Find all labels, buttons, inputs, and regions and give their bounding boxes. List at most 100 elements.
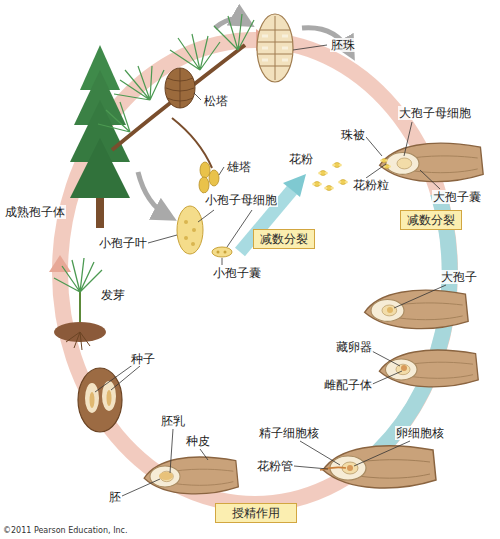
microsporophyll: [217, 251, 220, 254]
pollen-grains: [324, 186, 334, 191]
ovule-scales: [380, 143, 484, 181]
leader-lines: [368, 371, 402, 386]
pine-tree: [70, 138, 130, 198]
part-label: 种皮: [185, 434, 211, 448]
microsporophyll: [192, 228, 196, 232]
part-label: 珠被: [340, 128, 366, 142]
leader-lines: [394, 285, 446, 308]
box-text: 减数分裂: [407, 213, 455, 227]
seedling: [54, 258, 102, 292]
ovulate-cone: [257, 14, 293, 82]
microsporophyll: [224, 251, 227, 254]
seedling: [66, 332, 90, 350]
leader-lines: [200, 449, 208, 460]
part-label: 发芽: [100, 288, 126, 302]
leader-lines: [366, 164, 386, 178]
ovule-scales: [347, 465, 353, 471]
stage-arrows: [138, 19, 350, 216]
part-label: 胚乳: [160, 414, 186, 428]
process-box: 授精作用: [215, 503, 297, 523]
pine-tree: [70, 45, 130, 228]
leader-lines: [95, 364, 134, 392]
ovulate-cone: [262, 36, 288, 60]
seed-cone: [165, 68, 195, 108]
pollen-transfer-arrow: [283, 174, 306, 197]
part-label: 花粉管: [256, 459, 294, 473]
microsporophyll: [191, 242, 195, 246]
part-label: 卵细胞核: [395, 426, 445, 440]
part-label: 成熟孢子体: [4, 205, 66, 219]
leader-lines: [194, 93, 201, 100]
leader-lines: [170, 429, 173, 473]
part-label: 大孢子囊: [432, 190, 482, 204]
box-text: 授精作用: [232, 506, 280, 520]
process-box: 减数分裂: [400, 210, 462, 230]
ovule-scales: [144, 143, 483, 494]
leader-lines: [366, 137, 382, 156]
part-label: 种子: [130, 352, 156, 366]
box-text: 减数分裂: [260, 232, 308, 246]
pollen-grains: [338, 180, 348, 185]
process-box: 减数分裂: [253, 229, 315, 249]
leader-lines: [294, 466, 328, 469]
pollen-grains: [312, 182, 322, 187]
seed: [85, 383, 99, 413]
leader-lines: [354, 441, 410, 466]
leader-lines: [198, 210, 214, 222]
microsporophyll: [212, 247, 232, 257]
part-label: 精子细胞核: [258, 426, 320, 440]
pollen-cones: [200, 162, 210, 178]
seed: [90, 392, 95, 408]
leader-lines: [111, 366, 140, 390]
microsporophyll: [184, 236, 188, 240]
part-label: 小孢子母细胞: [204, 193, 278, 207]
part-label: 雄塔: [226, 160, 252, 174]
seedling: [54, 258, 106, 350]
pollen-cones: [199, 162, 219, 193]
pine-branch: [172, 118, 212, 168]
pollen-grains: [332, 163, 342, 168]
microsporophyll: [177, 206, 203, 254]
leader-lines: [420, 170, 440, 189]
pollen-cones: [199, 177, 209, 193]
pine-branch: [98, 14, 254, 168]
leader-lines: [222, 258, 223, 265]
part-label: 大孢子母细胞: [398, 106, 472, 120]
part-label: 小孢子囊: [212, 266, 262, 280]
pollen-grains: [318, 171, 328, 176]
ovule-scales: [380, 159, 388, 163]
ovulate-cone: [258, 16, 292, 80]
part-label: 花粉: [288, 152, 314, 166]
part-label: 花粉粒: [352, 178, 390, 192]
leader-lines: [148, 235, 177, 243]
stage-arrows: [138, 172, 168, 216]
part-label: 小孢子叶: [98, 236, 148, 250]
ovule-scales: [365, 290, 469, 328]
microsporophyll: [177, 206, 232, 257]
pollen-cones: [209, 170, 219, 186]
part-label: 胚: [108, 490, 122, 504]
ovule-scales: [144, 457, 238, 494]
leader-lines: [404, 122, 412, 156]
leader-lines: [122, 479, 160, 496]
ovule-scales: [387, 307, 393, 313]
leader-lines: [293, 45, 327, 50]
cycle-ring: [60, 40, 450, 504]
part-label: 松塔: [203, 94, 229, 108]
pollen-grains: [312, 163, 348, 191]
leader-lines: [95, 45, 446, 496]
ovule-scales: [401, 365, 407, 371]
seed-cone: [166, 68, 194, 108]
part-label: 大孢子: [440, 270, 478, 284]
part-label: 雌配子体: [323, 378, 373, 392]
leader-lines: [219, 167, 224, 175]
cycle-ring: [352, 193, 450, 473]
cycle-ring: [49, 255, 71, 272]
leader-lines: [300, 441, 340, 465]
cycle-ring: [49, 29, 450, 504]
seed: [107, 390, 112, 406]
microsporophyll: [184, 220, 188, 224]
ovule-scales: [159, 472, 173, 480]
seed-cone: [165, 68, 195, 108]
